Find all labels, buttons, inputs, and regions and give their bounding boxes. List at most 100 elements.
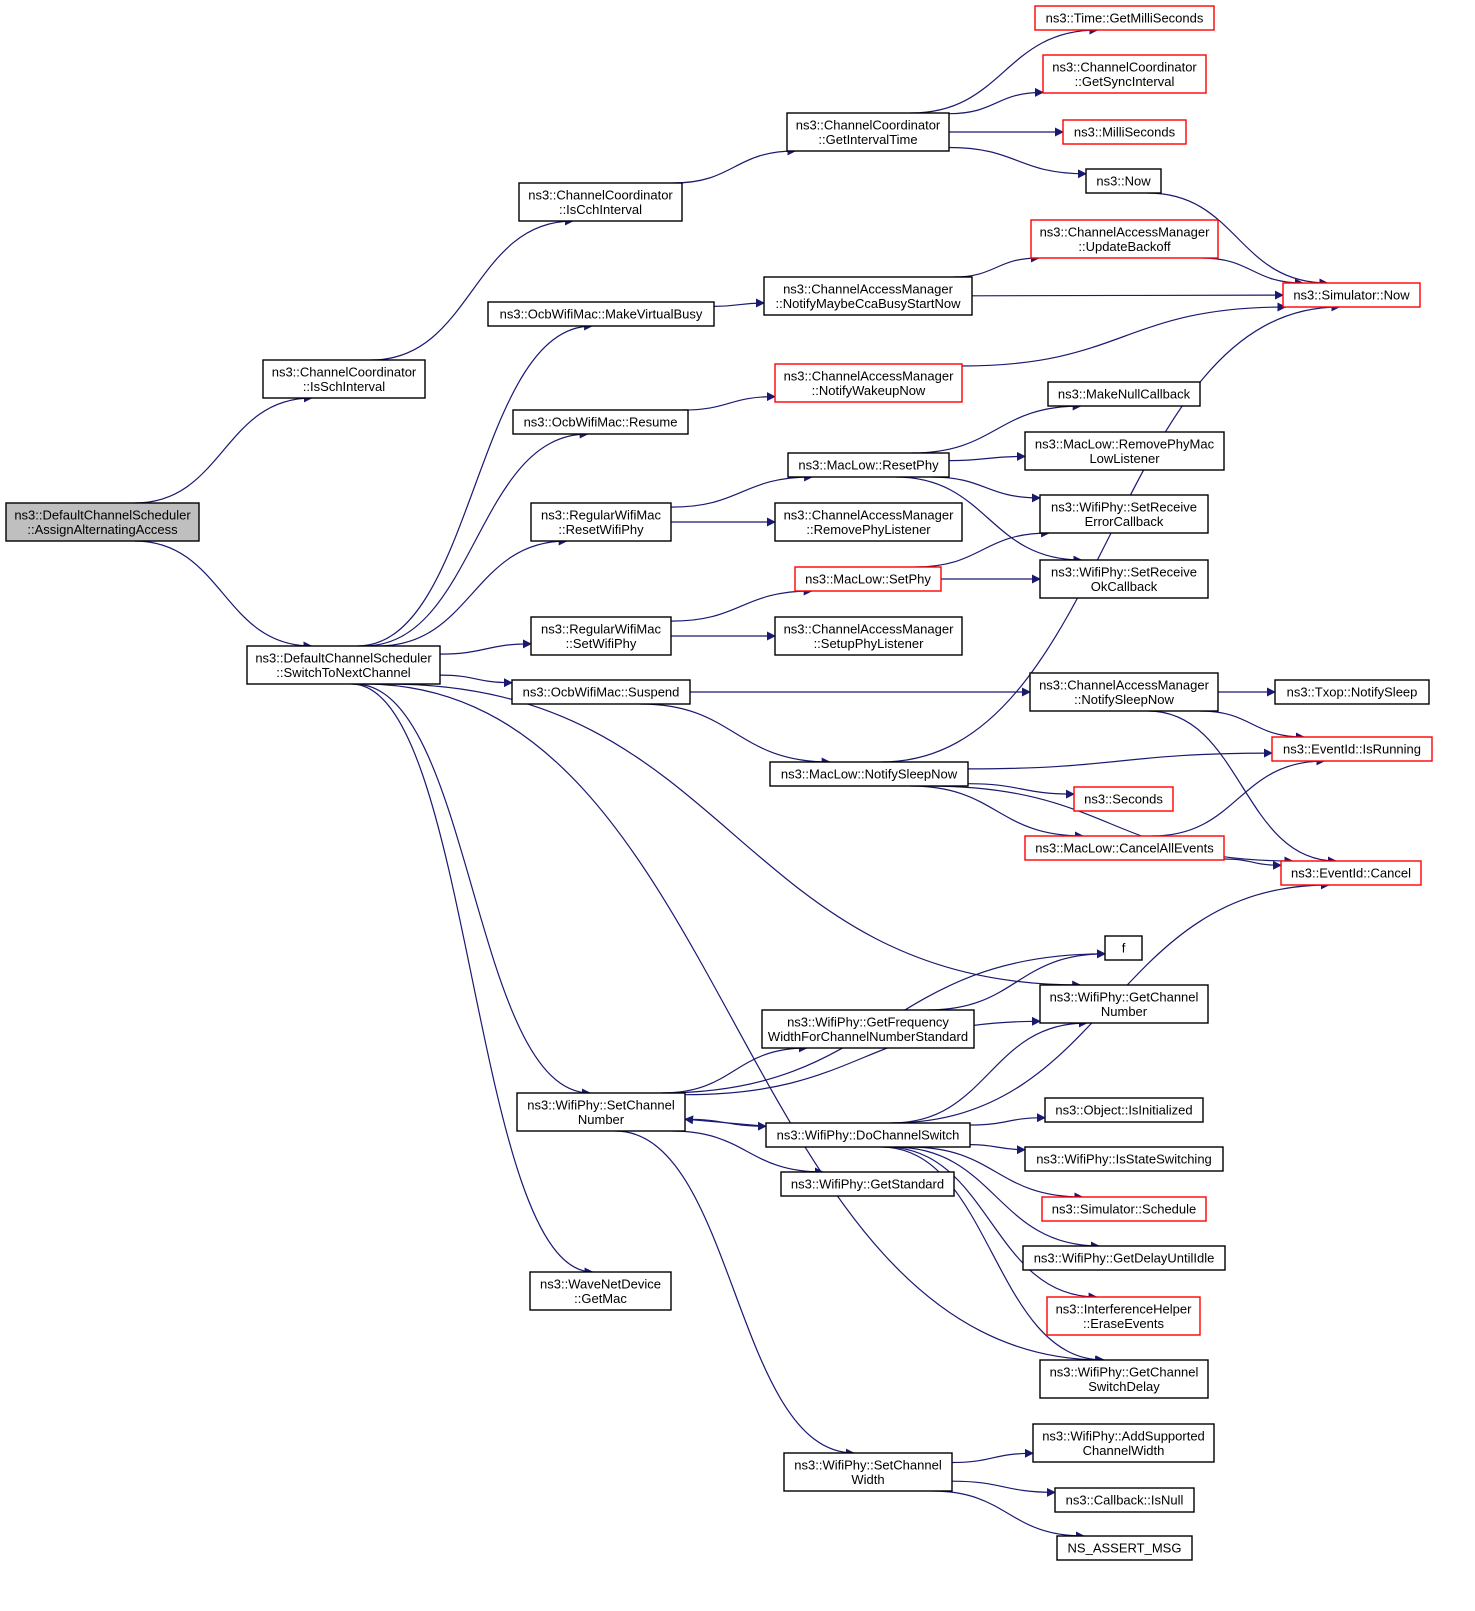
node-getStandard[interactable]: ns3::WifiPhy::GetStandard [780, 1171, 955, 1197]
node-box [516, 1092, 686, 1132]
node-label-line: ns3::ChannelAccessManager [1040, 224, 1210, 239]
node-resume[interactable]: ns3::OcbWifiMac::Resume [512, 409, 689, 435]
node-simNow[interactable]: ns3::Simulator::Now [1282, 282, 1421, 308]
node-setWifiPhy[interactable]: ns3::RegularWifiMac::SetWifiPhy [530, 616, 672, 656]
node-box [787, 452, 950, 478]
node-box [1062, 119, 1187, 145]
edge-switchNext-to-setWifiPhy [439, 639, 532, 655]
node-label-line: ns3::Txop::NotifySleep [1287, 685, 1418, 700]
node-label-line: ns3::RegularWifiMac [541, 507, 661, 522]
node-getIntervalTime[interactable]: ns3::ChannelCoordinator::GetIntervalTime [786, 112, 950, 152]
node-suspend[interactable]: ns3::OcbWifiMac::Suspend [511, 679, 691, 705]
node-makeNullCb[interactable]: ns3::MakeNullCallback [1047, 381, 1201, 407]
node-label-line: ::NotifyWakeupNow [812, 383, 926, 398]
node-box [518, 182, 683, 222]
node-label-line: ns3::WifiPhy::SetReceive [1051, 564, 1197, 579]
node-box [1039, 559, 1209, 599]
edge-notifyMaybeCca-to-simNow [971, 290, 1284, 300]
node-isNull[interactable]: ns3::Callback::IsNull [1054, 1487, 1195, 1513]
node-getMac[interactable]: ns3::WaveNetDevice::GetMac [529, 1271, 672, 1311]
node-eraseEvents[interactable]: ns3::InterferenceHelper::EraseEvents [1046, 1296, 1201, 1336]
node-label-line: ::GetIntervalTime [818, 132, 917, 147]
node-label-line: ns3::ChannelAccessManager [1039, 677, 1209, 692]
node-box [487, 301, 715, 327]
node-box [765, 1122, 971, 1148]
node-now[interactable]: ns3::Now [1085, 168, 1162, 194]
node-cancelAll[interactable]: ns3::MacLow::CancelAllEvents [1024, 835, 1225, 861]
node-getDelayIdle[interactable]: ns3::WifiPhy::GetDelayUntilIdle [1022, 1245, 1226, 1271]
node-txopNotifySleep[interactable]: ns3::Txop::NotifySleep [1274, 679, 1430, 705]
node-box [1104, 935, 1143, 961]
node-isRunning[interactable]: ns3::EventId::IsRunning [1271, 736, 1433, 762]
node-box [530, 502, 672, 542]
edge-setChanWidth-to-isNull [951, 1480, 1056, 1497]
node-box [1032, 1423, 1215, 1463]
edge-notifyMaybeCca-to-updateBackoff [953, 253, 1040, 278]
node-assign[interactable]: ns3::DefaultChannelScheduler::AssignAlte… [5, 502, 200, 542]
node-label-line: ns3::Simulator::Now [1293, 288, 1410, 303]
node-resetWifiPhy[interactable]: ns3::RegularWifiMac::ResetWifiPhy [530, 502, 672, 542]
node-label-line: ::SetupPhyListener [814, 636, 925, 651]
node-schedule[interactable]: ns3::Simulator::Schedule [1041, 1196, 1207, 1222]
node-label-line: ns3::WifiPhy::GetChannel [1050, 1364, 1199, 1379]
node-label-line: ::RemovePhyListener [806, 522, 931, 537]
node-notifyWakeup[interactable]: ns3::ChannelAccessManager::NotifyWakeupN… [774, 363, 963, 403]
node-isInit[interactable]: ns3::Object::IsInitialized [1044, 1097, 1204, 1123]
node-label-line: ns3::OcbWifiMac::Suspend [523, 685, 680, 700]
node-label-line: ns3::DefaultChannelScheduler [14, 507, 191, 522]
node-isStateSw[interactable]: ns3::WifiPhy::IsStateSwitching [1024, 1146, 1224, 1172]
node-seconds[interactable]: ns3::Seconds [1073, 786, 1174, 812]
node-label-line: ns3::ChannelAccessManager [784, 507, 954, 522]
node-box [1029, 672, 1219, 712]
node-label-line: ns3::Callback::IsNull [1066, 1493, 1184, 1508]
node-macSetPhy[interactable]: ns3::MacLow::SetPhy [794, 566, 942, 592]
edge-switchNext-to-suspend [439, 674, 513, 688]
node-box [262, 359, 426, 399]
node-makeVirtBusy[interactable]: ns3::OcbWifiMac::MakeVirtualBusy [487, 301, 715, 327]
node-box [774, 363, 963, 403]
node-isSch[interactable]: ns3::ChannelCoordinator::IsSchInterval [262, 359, 426, 399]
node-notifySleepMl[interactable]: ns3::MacLow::NotifySleepNow [769, 761, 969, 787]
node-box [1022, 1245, 1226, 1271]
node-box [1030, 219, 1219, 259]
node-label-line: ns3::InterferenceHelper [1056, 1301, 1193, 1316]
node-resetPhy[interactable]: ns3::MacLow::ResetPhy [787, 452, 950, 478]
node-eventCancel[interactable]: ns3::EventId::Cancel [1280, 860, 1422, 886]
node-box [794, 566, 942, 592]
node-nsAssert[interactable]: NS_ASSERT_MSG [1056, 1535, 1193, 1561]
node-label-line: ns3::ChannelCoordinator [1052, 59, 1197, 74]
node-label-line: SwitchDelay [1088, 1379, 1160, 1394]
node-isCch[interactable]: ns3::ChannelCoordinator::IsCchInterval [518, 182, 683, 222]
node-setupPhyListener[interactable]: ns3::ChannelAccessManager::SetupPhyListe… [774, 616, 963, 656]
node-updateBackoff[interactable]: ns3::ChannelAccessManager::UpdateBackoff [1030, 219, 1219, 259]
node-label-line: ns3::WifiPhy::SetChannel [794, 1457, 942, 1472]
node-label-line: Number [1101, 1004, 1148, 1019]
node-removePhyListener[interactable]: ns3::ChannelAccessManager::RemovePhyList… [774, 502, 963, 542]
node-label-line: ns3::MacLow::RemovePhyMac [1035, 436, 1215, 451]
node-getSync[interactable]: ns3::ChannelCoordinator::GetSyncInterval [1042, 54, 1207, 94]
node-milliSeconds[interactable]: ns3::MilliSeconds [1062, 119, 1187, 145]
node-notifySleepCam[interactable]: ns3::ChannelAccessManager::NotifySleepNo… [1029, 672, 1219, 712]
node-f[interactable]: f [1104, 935, 1143, 961]
node-getMilli[interactable]: ns3::Time::GetMilliSeconds [1034, 5, 1215, 31]
node-doChanSwitch[interactable]: ns3::WifiPhy::DoChannelSwitch [765, 1122, 971, 1148]
edge-isSch-to-isCch [371, 216, 574, 361]
node-label-line: ns3::ChannelAccessManager [783, 281, 953, 296]
edge-setChanWidth-to-nsAssert [932, 1490, 1085, 1541]
node-getFreqWidth[interactable]: ns3::WifiPhy::GetFrequencyWidthForChanne… [761, 1009, 975, 1049]
edge-makeVirtBusy-to-notifyMaybeCca [713, 298, 765, 308]
edge-switchNext-to-getMac [351, 683, 594, 1277]
edge-suspend-to-notifySleepMl [640, 703, 831, 767]
node-label-line: ns3::Now [1096, 174, 1151, 189]
node-switchNext[interactable]: ns3::DefaultChannelScheduler::SwitchToNe… [246, 645, 441, 685]
node-notifyMaybeCca[interactable]: ns3::ChannelAccessManager::NotifyMaybeCc… [763, 276, 973, 316]
node-box [1282, 282, 1421, 308]
